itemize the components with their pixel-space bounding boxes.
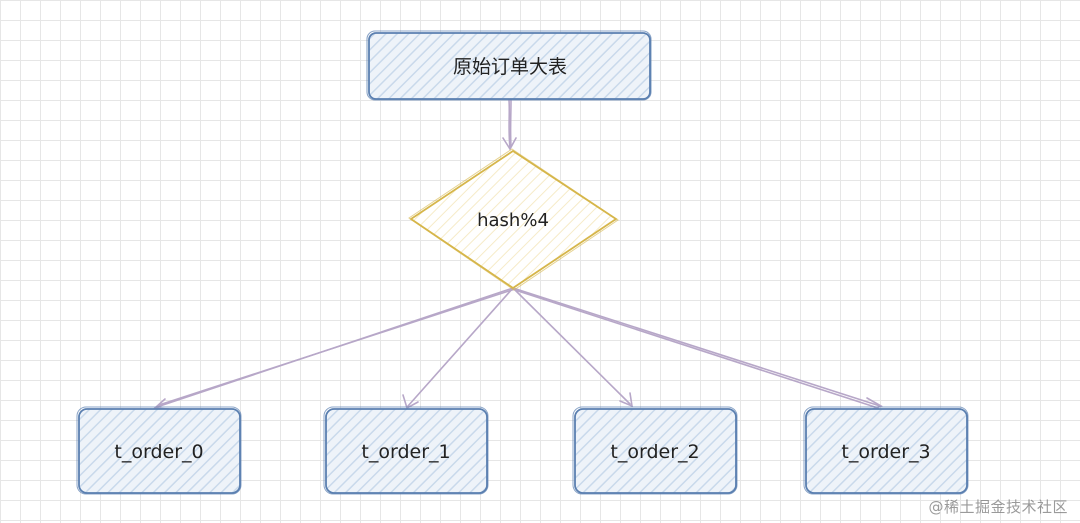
shard-node-3: t_order_3 bbox=[803, 406, 969, 495]
arrow-root-to-hash bbox=[502, 98, 517, 151]
shard-label-0: t_order_0 bbox=[114, 441, 203, 463]
arrow-hash-to-order1 bbox=[402, 287, 514, 410]
shard-node-1: t_order_1 bbox=[323, 406, 489, 495]
root-table-label: 原始订单大表 bbox=[453, 56, 567, 78]
hash-decision-label: hash%4 bbox=[477, 210, 549, 231]
arrow-hash-to-order3 bbox=[512, 287, 883, 411]
connectors bbox=[153, 98, 883, 411]
shard-label-1: t_order_1 bbox=[361, 441, 450, 463]
watermark-text: @稀土掘金技术社区 bbox=[928, 498, 1068, 516]
shard-node-0: t_order_0 bbox=[76, 406, 242, 495]
root-table-node: 原始订单大表 bbox=[366, 30, 652, 101]
arrow-hash-to-order2 bbox=[512, 287, 634, 408]
shard-node-2: t_order_2 bbox=[572, 406, 738, 495]
shard-label-3: t_order_3 bbox=[841, 441, 930, 463]
arrow-hash-to-order0 bbox=[153, 287, 516, 410]
shard-label-2: t_order_2 bbox=[610, 441, 699, 463]
hash-decision-node: hash%4 bbox=[408, 148, 619, 291]
